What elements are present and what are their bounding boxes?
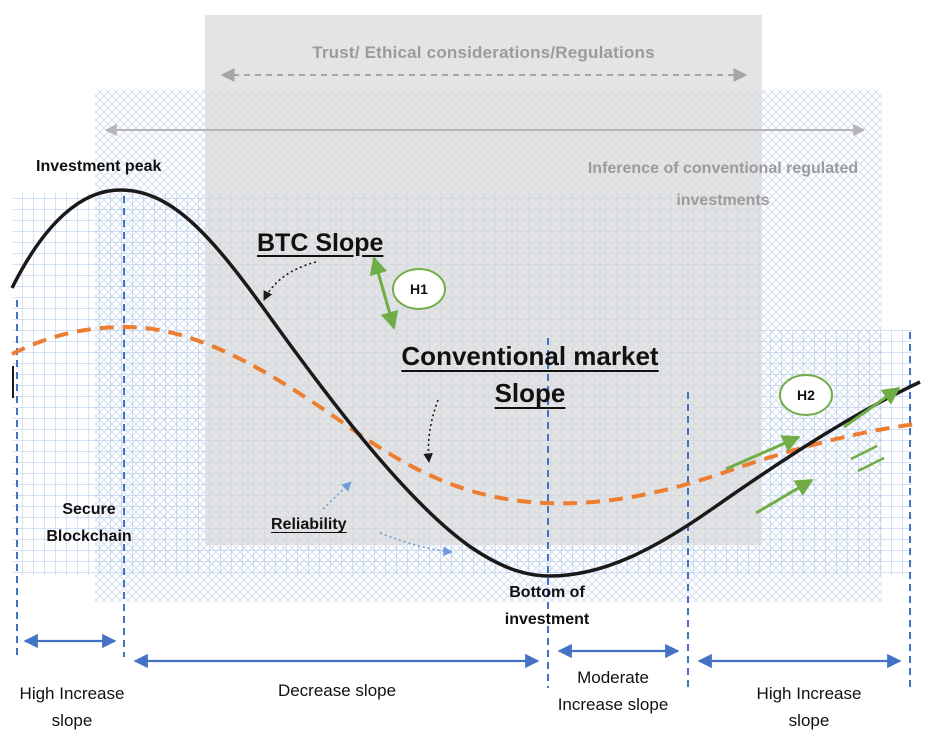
- growth-arrow-3: [755, 478, 814, 515]
- grid-background-left: [13, 193, 205, 575]
- conventional-curve: [11, 324, 917, 506]
- phase-label-decrease: Decrease slope: [277, 681, 397, 700]
- conventional-market-slope-label: Conventional market Slope: [401, 341, 659, 408]
- btc-slope-label: BTC Slope: [257, 229, 384, 257]
- reliability-label: Reliability: [271, 516, 347, 533]
- grid-background-right: [762, 330, 912, 575]
- reliability-callout-arrow-down: [379, 532, 453, 556]
- h1-label: H1: [410, 281, 428, 297]
- reliability-callout-arrow-up: [322, 481, 352, 510]
- trust-regulations-label: Trust/ Ethical considerations/Regulation…: [312, 43, 655, 62]
- growth-arrow-1: [725, 435, 801, 471]
- trust-region-overlay: [205, 15, 762, 545]
- h2-circle: [779, 374, 833, 416]
- growth-tick-1: [850, 444, 878, 461]
- h2-label: H2: [797, 387, 815, 403]
- phase-label-moderate-increase: Moderate Increase slope: [557, 668, 669, 714]
- btc-callout-arrow: [263, 261, 317, 301]
- conventional-callout-arrow: [423, 399, 439, 463]
- inference-label: Inference of conventional regulated inve…: [587, 160, 859, 209]
- btc-curve: [10, 188, 921, 578]
- h1-link-arrow: [369, 256, 399, 330]
- phase-label-high-increase-2: High Increase slope: [756, 684, 862, 730]
- growth-arrow-2: [843, 386, 901, 429]
- secure-blockchain-label: Secure Blockchain: [46, 501, 132, 545]
- growth-tick-2: [857, 456, 885, 473]
- investment-peak-label: Investment peak: [36, 158, 162, 175]
- phase-label-high-increase-1: High Increase slope: [19, 684, 125, 730]
- bottom-of-investment-label: Bottom of investment: [504, 584, 590, 628]
- h1-circle: [392, 268, 446, 310]
